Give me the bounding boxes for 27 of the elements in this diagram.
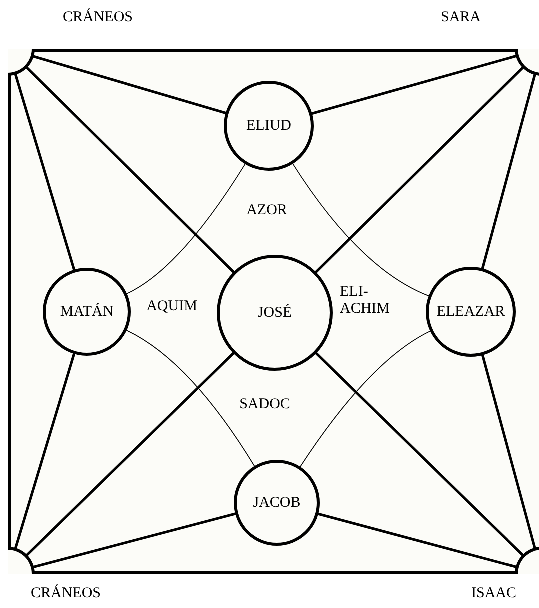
connector-line [314, 66, 524, 274]
node-label: ELEAZAR [436, 304, 506, 320]
node-label: JOSÉ [258, 304, 292, 322]
region-label: AQUIM [146, 298, 198, 316]
region-label: ELI- ACHIM [340, 284, 392, 318]
corner-label: CRÁNEOS [63, 9, 133, 27]
connector-line [26, 66, 236, 274]
connector-line [126, 163, 246, 295]
connector-line [481, 354, 536, 550]
region-label: SADOC [240, 396, 290, 414]
connector-line [481, 74, 536, 270]
connector-line [314, 352, 524, 557]
corner-label: CRÁNEOS [31, 585, 101, 603]
corner-label: SARA [441, 9, 481, 27]
connector-line [126, 330, 256, 468]
corner-label: ISAAC [472, 585, 516, 603]
node-label: MATÁN [60, 304, 114, 320]
connector-line [317, 512, 518, 569]
connector-line [14, 74, 76, 272]
connector-line [14, 352, 76, 550]
node-label: ELIUD [246, 118, 292, 134]
region-label: AZOR [246, 202, 288, 220]
connector-line [292, 162, 430, 297]
node-label: JACOB [253, 494, 301, 512]
connector-line [299, 330, 432, 468]
connector-line [26, 352, 236, 557]
connector-line [311, 54, 518, 116]
